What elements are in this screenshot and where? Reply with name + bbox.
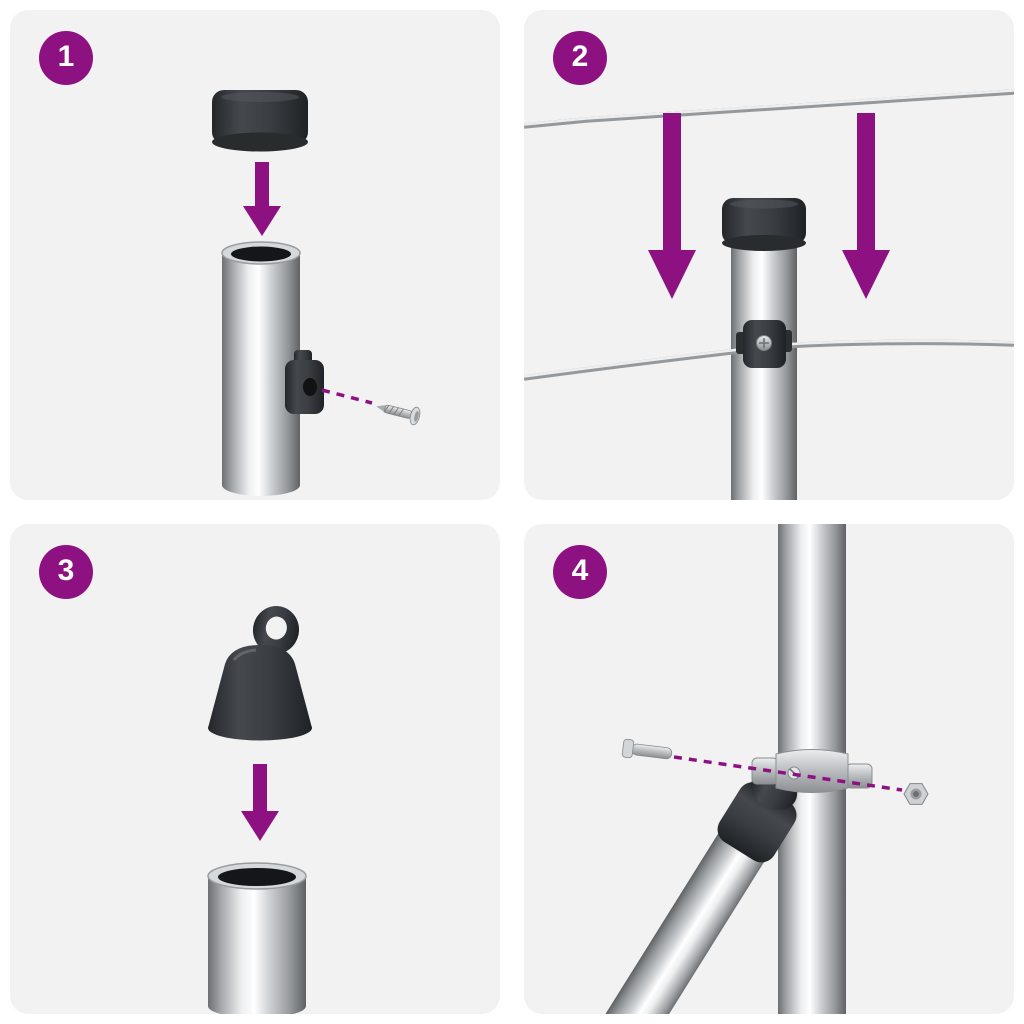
arrow-down-icon [241,764,279,841]
step-panel-4: 4 [524,524,1014,1014]
step-4-illustration [593,524,929,1014]
screw-icon [376,404,421,426]
step-panel-3: 3 [10,524,500,1014]
arrow-down-left-icon [648,113,696,299]
screw-alignment-dashes [321,388,373,405]
nut-icon [903,783,929,805]
upper-tension-wire [524,89,1014,129]
step-2-illustration [524,89,1014,500]
step-number-4: 4 [571,554,589,587]
step-badge-2: 2 [553,31,607,85]
brace-tube [593,796,788,1014]
wire-holder-fitting [285,350,324,414]
step-badge-1: 1 [39,31,93,85]
step-number-3: 3 [57,554,75,587]
arrow-down-icon [243,162,281,236]
post-tube [207,862,307,1014]
step-1-illustration [212,90,421,496]
step-badge-4: 4 [553,545,607,599]
step-panel-2: 2 [524,10,1014,500]
step-number-2: 2 [571,40,589,73]
post-with-cap [722,198,806,500]
step-panel-1: 1 [10,10,500,500]
step-number-1: 1 [57,40,75,73]
arrow-down-right-icon [842,113,890,299]
step-badge-3: 3 [39,545,93,599]
eyelet-cap [208,606,312,741]
bolt-icon [621,738,673,760]
wire-holder-fitting [736,320,792,368]
step-3-illustration [207,606,312,1014]
lower-tension-wire [524,339,1014,381]
post-cap [212,90,308,152]
